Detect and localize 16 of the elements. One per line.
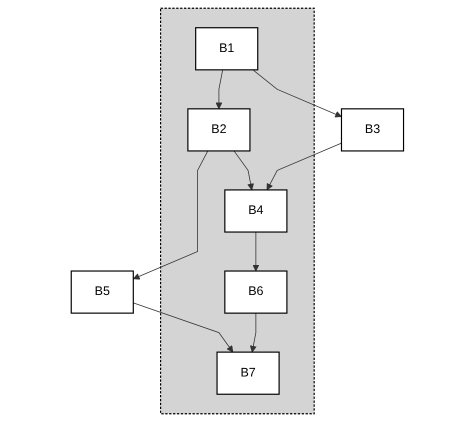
arrow xyxy=(252,69,342,118)
cluster xyxy=(160,8,314,414)
arrow xyxy=(132,150,208,280)
arrow xyxy=(215,69,223,110)
arrow xyxy=(233,150,254,190)
node-box: B2 xyxy=(186,108,250,152)
node-box: B5 xyxy=(70,270,134,314)
node-box: B1 xyxy=(194,27,258,70)
node-box: B3 xyxy=(340,108,404,152)
arrow xyxy=(266,142,342,190)
node-box: B4 xyxy=(224,189,288,233)
arrow xyxy=(250,312,256,352)
node-box: B7 xyxy=(216,352,280,395)
arrow xyxy=(252,232,259,272)
node-box: B6 xyxy=(224,270,288,314)
arrow xyxy=(132,302,233,352)
